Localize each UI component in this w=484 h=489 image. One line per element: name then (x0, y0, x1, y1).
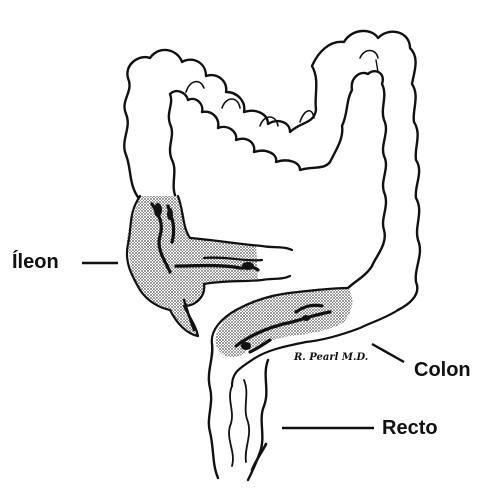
colon-pointer-line (372, 344, 404, 362)
recto-label: Recto (382, 418, 438, 438)
artist-signature: R. Pearl M.D. (294, 352, 368, 363)
rectum-outline (209, 344, 268, 480)
ileon-label: Íleon (12, 252, 59, 272)
colon-label: Colon (414, 360, 471, 380)
colon-affected-region (212, 288, 398, 386)
